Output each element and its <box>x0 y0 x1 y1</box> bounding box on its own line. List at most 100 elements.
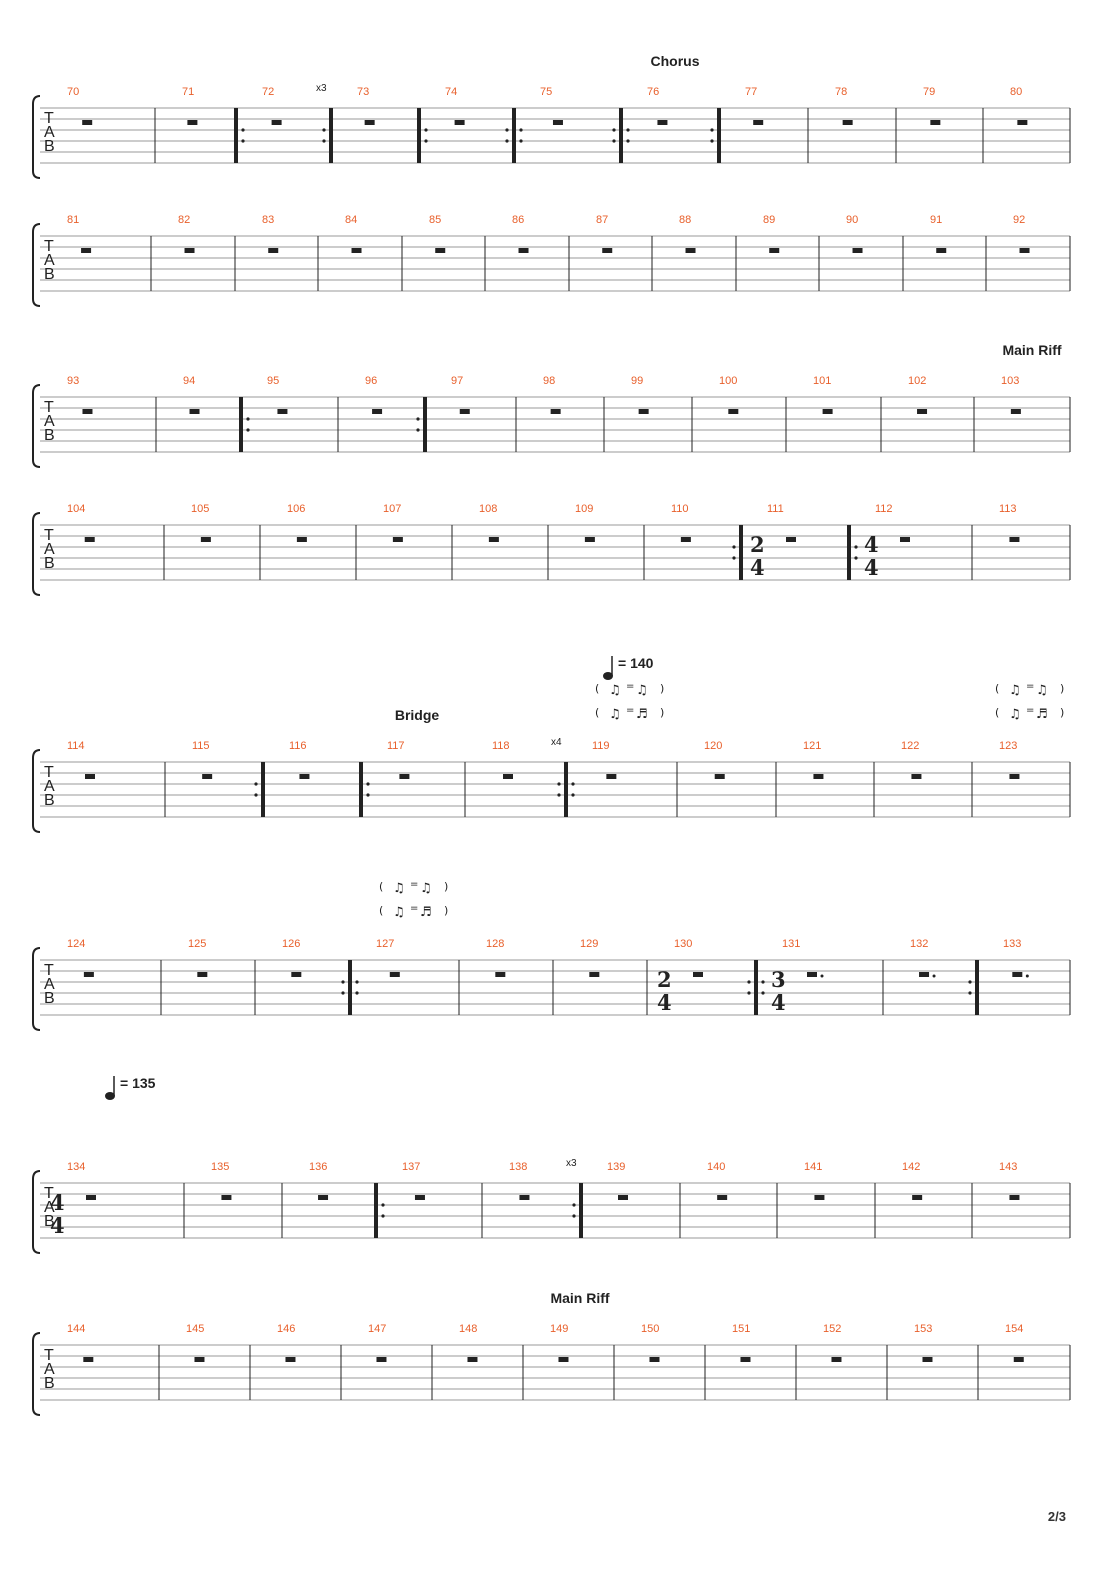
bar-number: 113 <box>999 503 1017 515</box>
repeat-dot <box>572 1214 576 1218</box>
bar-number: 123 <box>999 740 1017 752</box>
time-signature-top: 2 <box>657 967 672 992</box>
repeat-dot <box>254 782 258 786</box>
rest-symbol <box>84 537 95 542</box>
bar-number: 77 <box>745 86 757 98</box>
rest-symbol <box>1012 972 1023 977</box>
swing-paren-close: ) <box>444 904 448 917</box>
bar-number: 88 <box>679 214 691 226</box>
rest-symbol <box>900 537 910 542</box>
repeat-dot <box>747 991 751 995</box>
bar-number: 79 <box>923 86 935 98</box>
rest-symbol <box>1013 1357 1024 1362</box>
bar-number: 122 <box>901 740 919 752</box>
tab-clef-letter: A <box>44 541 55 558</box>
repeat-dot <box>572 1203 576 1207</box>
rest-dot <box>1025 974 1029 978</box>
rest-symbol <box>728 409 739 414</box>
repeat-start-thick-bar <box>564 762 568 817</box>
bar-number: 111 <box>767 503 784 515</box>
bar-number: 82 <box>178 214 190 226</box>
repeat-dot <box>854 545 858 549</box>
swing-note-left: ♫ <box>1009 683 1021 698</box>
bar-number: 139 <box>607 1161 625 1173</box>
tempo-note-head <box>105 1092 115 1100</box>
repeat-start-thick-bar <box>348 960 352 1015</box>
swing-paren-close: ) <box>444 880 448 893</box>
rest-symbol <box>814 1195 825 1200</box>
rest-symbol <box>202 774 213 779</box>
repeat-dot <box>254 793 258 797</box>
staff-bracket <box>32 749 41 833</box>
tab-clef-letter: A <box>44 252 55 269</box>
rest-symbol <box>197 972 208 977</box>
staff-bracket <box>32 1332 41 1416</box>
rest-symbol <box>822 409 833 414</box>
tab-clef-letter: A <box>44 778 55 795</box>
bar-number: 86 <box>512 214 524 226</box>
rest-symbol <box>488 537 499 542</box>
bar-number: 118 <box>492 740 510 752</box>
rest-symbol <box>81 248 92 253</box>
tab-clef-letter: B <box>44 138 55 155</box>
swing-paren-close: ) <box>1060 706 1064 719</box>
rest-symbol <box>291 972 302 977</box>
rest-symbol <box>657 120 668 125</box>
rest-symbol <box>685 248 696 253</box>
repeat-dot <box>854 556 858 560</box>
rest-symbol <box>649 1357 660 1362</box>
repeat-dot <box>341 980 345 984</box>
bar-number: 103 <box>1001 375 1019 387</box>
tab-clef-letter: B <box>44 792 55 809</box>
rest-symbol <box>271 120 282 125</box>
rest-symbol <box>194 1357 205 1362</box>
tab-clef-letter: A <box>44 413 55 430</box>
rest-symbol <box>285 1357 296 1362</box>
bar-number: 102 <box>908 375 926 387</box>
tab-clef-letter: T <box>44 1185 54 1202</box>
tab-clef-letter: B <box>44 1213 55 1230</box>
bar-number: 137 <box>402 1161 420 1173</box>
rest-symbol <box>82 409 93 414</box>
tab-clef-letter: T <box>44 1347 54 1364</box>
staff-bracket <box>32 1170 41 1254</box>
time-signature-top: 3 <box>771 967 786 992</box>
bar-number: 135 <box>211 1161 229 1173</box>
bar-number: 107 <box>383 503 401 515</box>
bar-number: 72 <box>262 86 274 98</box>
rest-symbol <box>221 1195 232 1200</box>
bar-number: 109 <box>575 503 593 515</box>
bar-number: 144 <box>67 1323 85 1335</box>
repeat-dot <box>505 128 509 132</box>
swing-equals: = <box>626 681 634 692</box>
tab-clef-letter: B <box>44 1375 55 1392</box>
rest-symbol <box>753 120 764 125</box>
bar-number: 92 <box>1013 214 1025 226</box>
repeat-dot <box>519 128 523 132</box>
bar-number: 83 <box>262 214 274 226</box>
repeat-dot <box>381 1214 385 1218</box>
rest-symbol <box>552 120 563 125</box>
rest-symbol <box>83 1357 94 1362</box>
time-signature-bottom: 4 <box>864 555 879 580</box>
rest-symbol <box>1009 774 1020 779</box>
rest-symbol <box>184 248 195 253</box>
bar-number: 91 <box>930 214 942 226</box>
repeat-start-thick-bar <box>417 108 421 163</box>
rest-symbol <box>364 120 375 125</box>
repeat-dot <box>416 417 420 421</box>
repeat-dot <box>241 139 245 143</box>
swing-note-right: ♬ <box>1036 707 1048 722</box>
bar-number: 149 <box>550 1323 568 1335</box>
rest-symbol <box>519 1195 530 1200</box>
swing-paren-open: ( <box>595 682 599 695</box>
rest-symbol <box>85 774 95 779</box>
bar-number: 97 <box>451 375 463 387</box>
swing-paren-close: ) <box>1060 682 1064 695</box>
rest-symbol <box>82 120 93 125</box>
bar-number: 116 <box>289 740 307 752</box>
bar-number: 78 <box>835 86 847 98</box>
swing-note-right: ♫ <box>1036 683 1048 698</box>
rest-symbol <box>1009 537 1020 542</box>
